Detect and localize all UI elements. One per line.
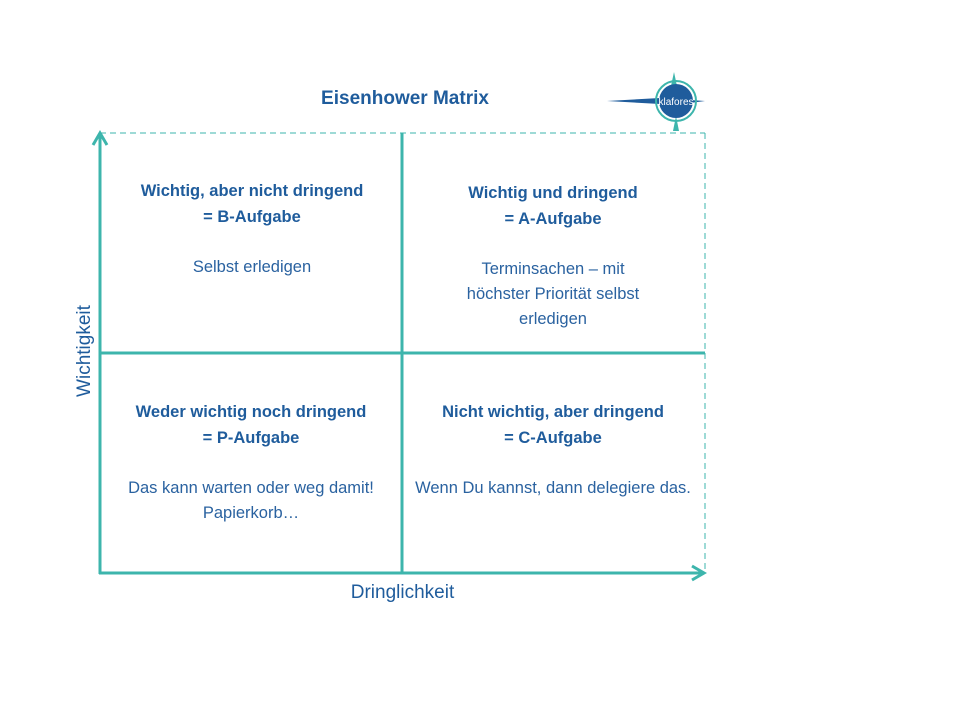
quadrant-bottom-left: Weder wichtig noch dringend = P-Aufgabe … bbox=[101, 399, 401, 526]
quadrant-bottom-right: Nicht wichtig, aber dringend = C-Aufgabe… bbox=[403, 399, 703, 501]
quadrant-heading: Wichtig, aber nicht dringend bbox=[140, 182, 364, 200]
quadrant-category: = A-Aufgabe bbox=[504, 210, 602, 228]
quadrant-heading: Wichtig und dringend bbox=[468, 184, 638, 202]
klafores-logo: klafores bbox=[607, 72, 705, 131]
y-axis-arrowhead bbox=[91, 130, 109, 146]
x-axis-arrowhead bbox=[691, 564, 707, 582]
quadrant-body: Selbst erledigen bbox=[192, 258, 312, 276]
x-axis-label: Dringlichkeit bbox=[350, 582, 455, 603]
quadrant-body: Das kann warten oder weg damit! Papierko… bbox=[128, 479, 374, 522]
quadrant-heading: Nicht wichtig, aber dringend bbox=[442, 403, 664, 421]
quadrant-heading: Weder wichtig noch dringend bbox=[135, 403, 367, 421]
quadrant-category: = P-Aufgabe bbox=[202, 429, 300, 447]
quadrant-category: = B-Aufgabe bbox=[203, 208, 301, 226]
quadrant-body: Wenn Du kannst, dann delegiere das. bbox=[415, 479, 691, 497]
svg-text:klafores: klafores bbox=[658, 97, 693, 108]
quadrant-body: Terminsachen – mit höchster Priorität se… bbox=[466, 260, 640, 328]
y-axis-label: Wichtigkeit bbox=[74, 305, 95, 397]
page-title: Eisenhower Matrix bbox=[321, 88, 489, 109]
quadrant-category: = C-Aufgabe bbox=[504, 429, 602, 447]
quadrant-top-left: Wichtig, aber nicht dringend = B-Aufgabe… bbox=[102, 178, 402, 280]
quadrant-top-right: Wichtig und dringend = A-Aufgabe Termins… bbox=[403, 180, 703, 332]
